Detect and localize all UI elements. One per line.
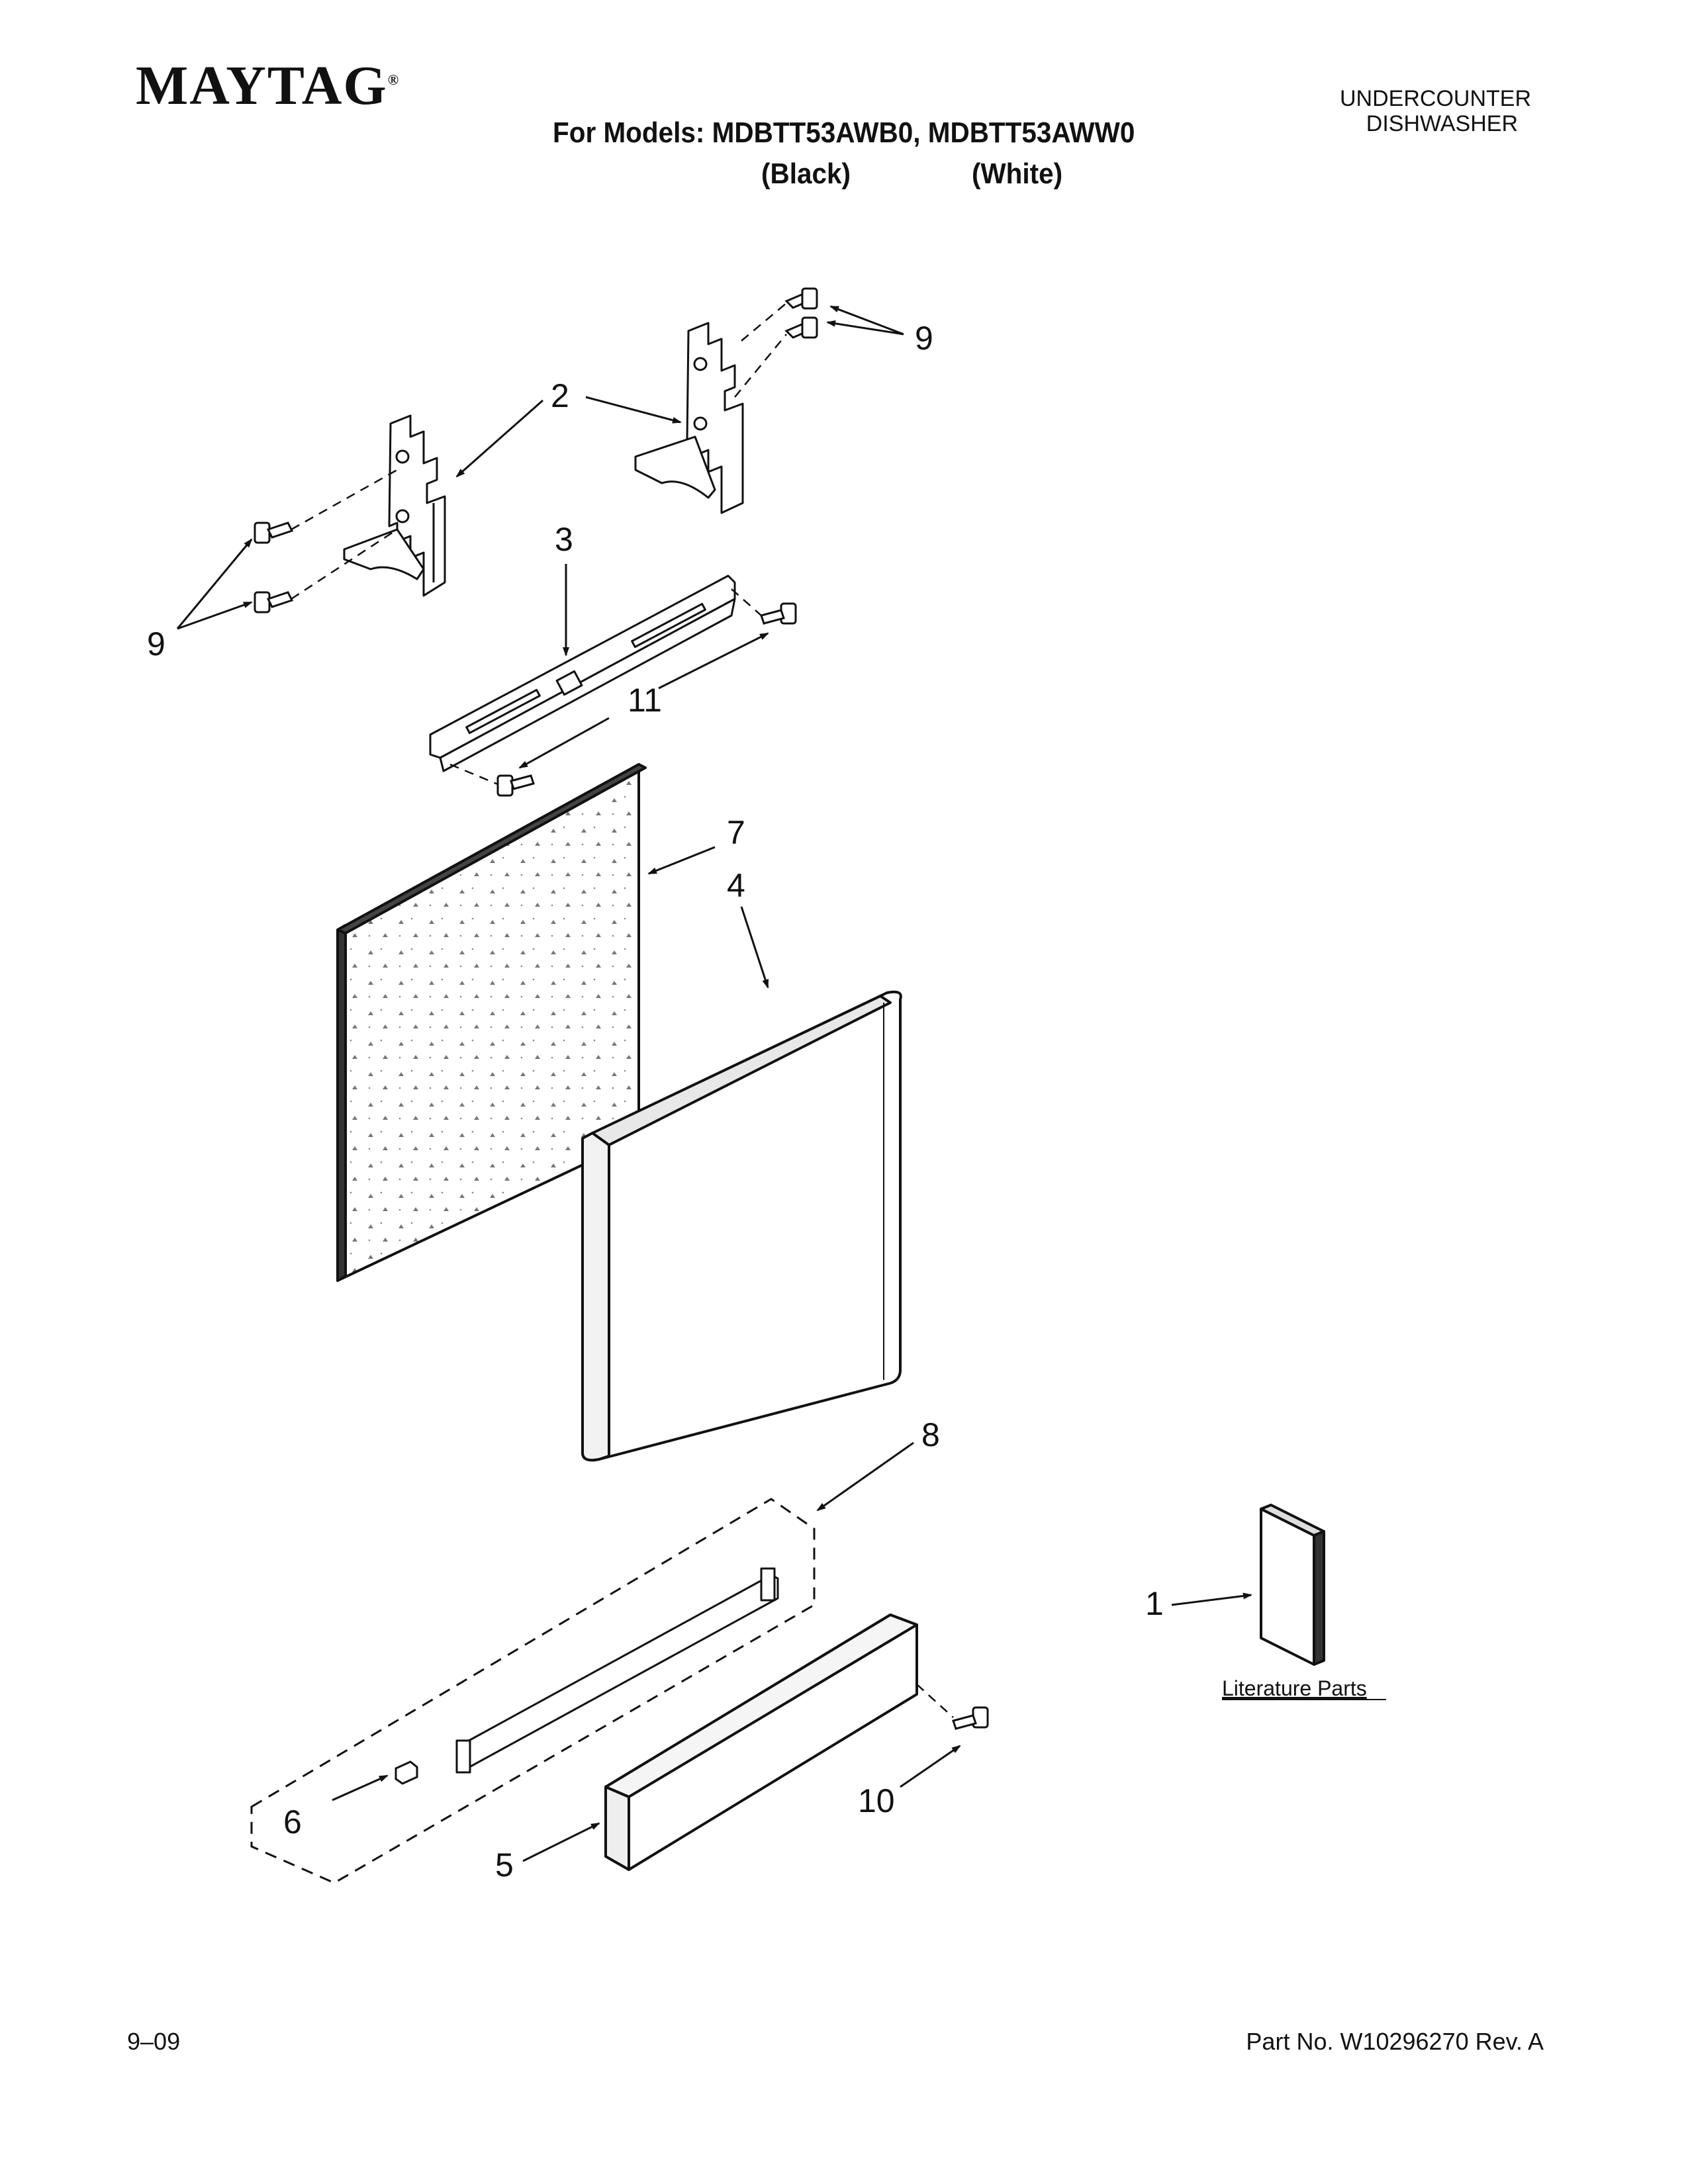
callout-10: 10 (858, 1782, 895, 1819)
color-white-label: (White) (972, 158, 1063, 190)
part-number: Part No. W10296270 Rev. A (1246, 2028, 1544, 2055)
leader-arrows (176, 305, 1252, 1862)
callout-1: 1 (1145, 1585, 1164, 1622)
callout-6: 6 (283, 1803, 302, 1841)
callout-9-left: 9 (147, 625, 165, 662)
toe-kick-group-boundary (250, 1498, 816, 1884)
door-bracket-right (634, 322, 744, 514)
callout-8: 8 (921, 1416, 940, 1453)
revision-date: 9–09 (127, 2028, 181, 2055)
screw-11-right (760, 602, 797, 625)
screw-9-top-right-b (784, 316, 818, 339)
models-line: For Models: MDBTT53AWB0, MDBTT53AWW0 (553, 116, 1135, 149)
insulation-panel (336, 763, 647, 1282)
door-panel (581, 990, 902, 1462)
maytag-logo: MAYTAG® (136, 55, 400, 116)
toe-kick-clip (395, 1760, 418, 1785)
screw-9-top-right-a (784, 287, 818, 310)
screw-9-left-a (254, 522, 294, 544)
callout-5: 5 (495, 1846, 514, 1884)
callout-11: 11 (628, 682, 662, 719)
door-bracket-left (343, 414, 446, 597)
screw-11-left (496, 774, 535, 797)
callout-3: 3 (555, 521, 573, 558)
toe-kick-strip (455, 1567, 779, 1774)
screw-9-left-b (254, 591, 294, 614)
toe-kick-panel (604, 1614, 918, 1871)
product-type-line1: UNDERCOUNTER (1340, 86, 1531, 111)
panel-bracket (429, 574, 736, 772)
screw-10 (952, 1706, 989, 1730)
literature-parts-label: Literature Parts (1222, 1676, 1367, 1700)
callout-4: 4 (727, 867, 745, 904)
callout-2: 2 (551, 377, 569, 414)
callout-7: 7 (727, 814, 745, 851)
literature-parts-booklet (1260, 1504, 1325, 1666)
color-black-label: (Black) (761, 158, 851, 190)
product-type-line2: DISHWASHER (1366, 111, 1518, 136)
callout-9-right: 9 (915, 320, 933, 357)
